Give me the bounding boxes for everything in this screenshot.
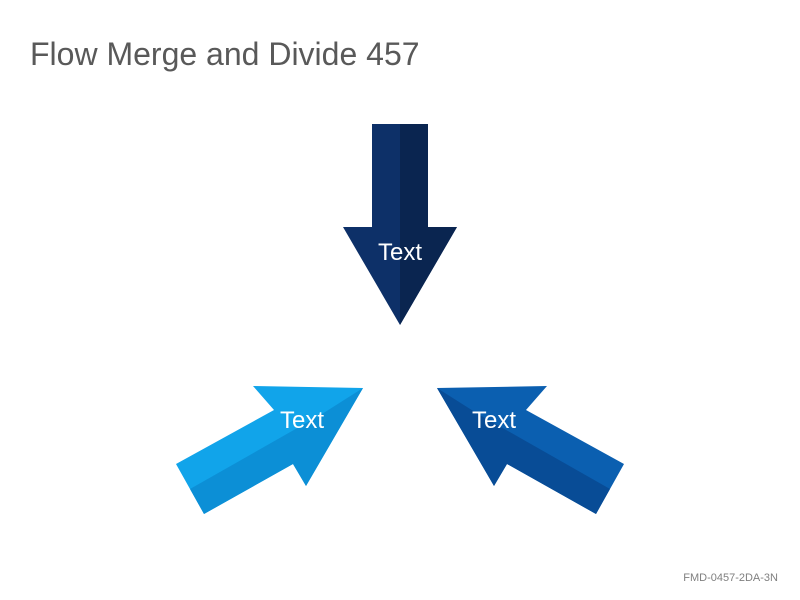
arrow-right-label: Text — [472, 407, 516, 434]
arrow-top-shade — [400, 124, 457, 325]
arrow-left-shade — [190, 388, 363, 514]
arrow-right[interactable]: Text — [437, 386, 624, 514]
arrow-left-label: Text — [280, 407, 324, 434]
arrow-top-label: Text — [378, 239, 422, 266]
footer-code: FMD-0457-2DA-3N — [683, 572, 778, 584]
arrow-right-shade — [437, 388, 610, 514]
page-title: Flow Merge and Divide 457 — [30, 36, 420, 72]
arrow-left[interactable]: Text — [176, 386, 363, 514]
arrow-top[interactable]: Text — [343, 124, 457, 325]
